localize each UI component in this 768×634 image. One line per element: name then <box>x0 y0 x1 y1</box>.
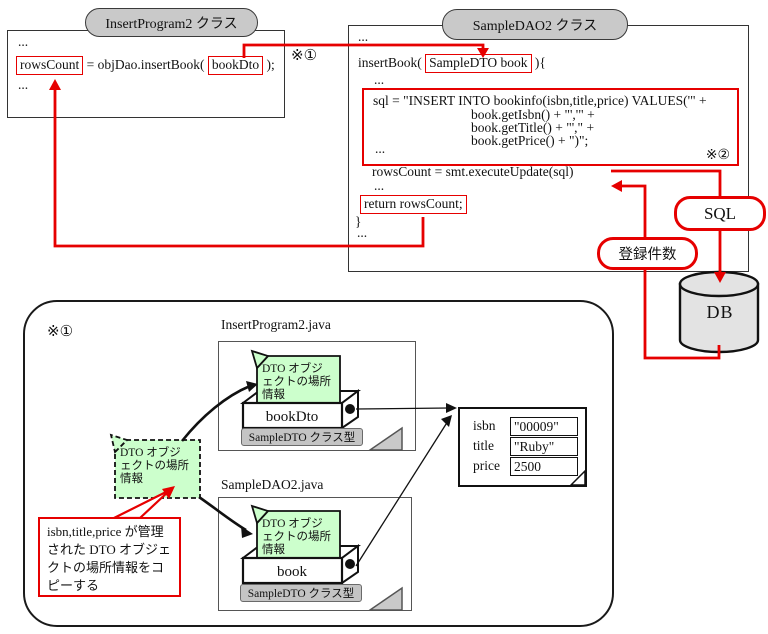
class-type-label-1: SampleDTO クラス型 <box>241 428 363 446</box>
dao-class-title-pill: SampleDAO2 クラス <box>442 9 628 40</box>
code-ellipsis: ... <box>374 72 385 87</box>
insert-java-label: InsertProgram2.java <box>221 317 331 332</box>
insert-call-line: rowsCount = objDao.insertBook( bookDto )… <box>16 56 275 75</box>
count-pill: 登録件数 <box>597 237 698 270</box>
rowscount-token: rowsCount <box>16 56 84 75</box>
dao-java-label: SampleDAO2.java <box>221 477 324 492</box>
sql-code-line: book.getIsbn() + "','" + <box>471 107 595 122</box>
callout-note: isbn,title,price が管理された DTO オブジェクトの場所情報を… <box>38 517 181 597</box>
code-ellipsis: ... <box>358 29 369 44</box>
method-close-text: ){ <box>531 55 546 70</box>
table-key: title <box>473 438 494 453</box>
table-value: 2500 <box>510 457 578 476</box>
code-ellipsis: ... <box>374 178 385 193</box>
table-value: "Ruby" <box>510 437 578 456</box>
sql-code-line: book.getTitle() + "'," + <box>471 120 595 135</box>
return-line-wrap: return rowsCount; <box>360 195 467 214</box>
return-token: return rowsCount; <box>360 195 467 214</box>
sql-highlight-box: sql = "INSERT INTO bookinfo(isbn,title,p… <box>362 88 739 166</box>
code-ellipsis: ... <box>375 141 386 156</box>
insertbook-signature-line: insertBook( SampleDTO book ){ <box>358 54 546 73</box>
execute-update-line: rowsCount = smt.executeUpdate(sql) <box>372 164 574 179</box>
sql-pill: SQL <box>674 196 766 231</box>
ref-marker-1-detail: ※① <box>47 324 74 340</box>
table-value: "00009" <box>510 417 578 436</box>
code-ellipsis: ... <box>18 77 29 92</box>
sampledto-book-token: SampleDTO book <box>425 54 532 73</box>
code-ellipsis: ... <box>18 34 29 49</box>
ref-marker-1-top: ※① <box>291 48 318 64</box>
table-key: price <box>473 458 500 473</box>
db-label: DB <box>706 302 734 322</box>
call-close-text: ); <box>263 57 275 72</box>
bookdto-token: bookDto <box>207 56 264 75</box>
call-mid-text: = objDao.insertBook( <box>83 57 208 72</box>
ref-marker-2: ※② <box>705 148 730 163</box>
note-fold-icon <box>570 470 586 486</box>
object-table: isbn "00009" title "Ruby" price 2500 <box>458 407 587 487</box>
insert-class-title-pill: InsertProgram2 クラス <box>85 8 258 37</box>
method-open-text: insertBook( <box>358 55 426 70</box>
table-key: isbn <box>473 418 496 433</box>
sql-code-line: book.getPrice() + ")"; <box>471 133 589 148</box>
class-type-label-2: SampleDTO クラス型 <box>240 584 362 602</box>
code-ellipsis: ... <box>357 225 368 240</box>
